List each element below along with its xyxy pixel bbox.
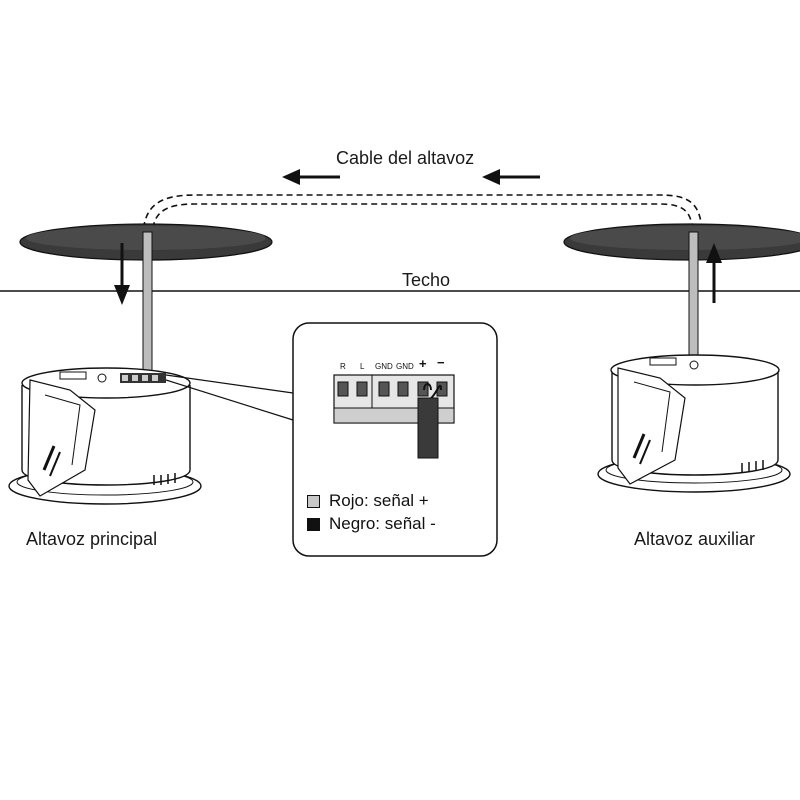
legend-swatch-red: [307, 494, 320, 508]
cable-route-dashed-inner: [151, 203, 694, 239]
arrow-left-icon: [482, 169, 540, 185]
terminal-label-r: R: [340, 362, 346, 371]
cable-main: [142, 231, 153, 373]
callout-line: [165, 379, 294, 421]
cable-route-dashed: [142, 194, 703, 239]
main-speaker-label: Altavoz principal: [26, 529, 158, 549]
legend-swatch-black: [307, 517, 320, 531]
aux-speaker-illustration: [597, 354, 791, 493]
legend-black-signal: Negro: señal -: [307, 514, 436, 534]
callout-line: [165, 374, 294, 394]
ceiling-label: Techo: [402, 270, 451, 290]
terminal-label-l: L: [360, 362, 365, 371]
aux-speaker-label: Altavoz auxiliar: [634, 529, 756, 549]
arrow-left-icon: [282, 169, 340, 185]
terminal-label-minus: −: [437, 355, 445, 370]
legend-red-signal: Rojo: señal +: [307, 491, 429, 511]
terminal-label-gnd: GND: [396, 362, 414, 371]
terminal-label-gnd: GND: [375, 362, 393, 371]
arrow-up-icon: [706, 243, 722, 303]
terminal-block: [333, 374, 455, 459]
legend-black-text: Negro: señal -: [329, 514, 436, 533]
main-speaker-illustration: [8, 367, 202, 505]
cable-aux: [688, 231, 699, 365]
legend-red-text: Rojo: señal +: [329, 491, 429, 510]
arrow-down-icon: [114, 243, 130, 305]
terminal-label-plus: +: [419, 356, 427, 371]
cable-label: Cable del altavoz: [336, 148, 475, 168]
